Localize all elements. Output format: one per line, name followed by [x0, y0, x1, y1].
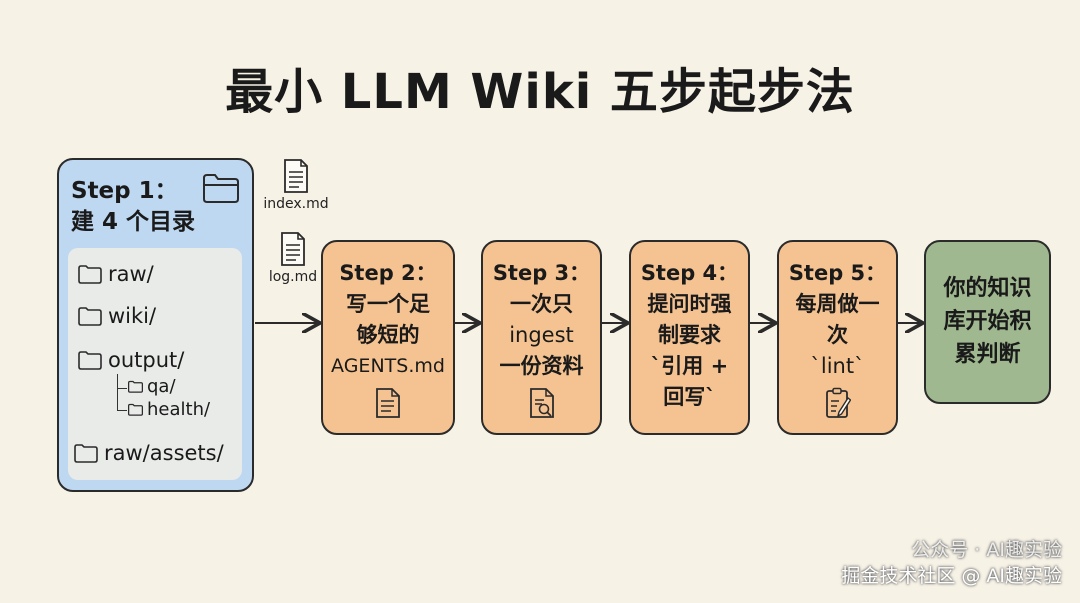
folder-icon	[78, 265, 102, 284]
dir-output: output/	[78, 348, 184, 372]
dir-wiki: wiki/	[78, 304, 156, 328]
folder-icon	[128, 380, 143, 393]
step1-box: Step 1： 建 4 个目录 raw/ wiki/ output/ qa/ h…	[57, 158, 254, 492]
folder-icon	[74, 444, 98, 463]
document-lines-icon	[376, 388, 400, 418]
diagram-title: 最小 LLM Wiki 五步起步法	[225, 64, 855, 120]
clipboard-pencil-icon	[825, 387, 851, 418]
result-label: 你的知识 库开始积 累判断	[943, 276, 1032, 367]
directory-list: raw/ wiki/ output/ qa/ health/ raw/asset…	[68, 248, 242, 480]
file-index-md: index.md	[256, 158, 336, 212]
tree-branch	[117, 374, 127, 389]
watermark: 公众号 · AI趣实验 掘金技术社区 @ AI趣实验	[841, 539, 1062, 587]
dir-qa: qa/	[128, 376, 176, 397]
folder-icon	[78, 351, 102, 370]
folder-icon	[203, 174, 239, 203]
document-search-icon	[529, 388, 554, 418]
dir-raw-assets: raw/assets/	[74, 441, 224, 465]
step2-box: Step 2： 写一个足 够短的 AGENTS.md	[321, 240, 455, 435]
step1-heading: Step 1： 建 4 个目录	[71, 178, 196, 235]
step4-box: Step 4： 提问时强 制要求 `引用 + 回写`	[629, 240, 750, 435]
step5-box: Step 5： 每周做一 次 `lint`	[777, 240, 898, 435]
folder-icon	[128, 403, 143, 416]
document-icon	[281, 232, 305, 266]
file-log-md: log.md	[253, 231, 333, 285]
folder-icon	[78, 307, 102, 326]
tree-branch	[117, 386, 127, 411]
step3-box: Step 3： 一次只 ingest 一份资料	[481, 240, 602, 435]
document-icon	[284, 159, 308, 193]
step5-label: Step 5： 每周做一 次 `lint`	[788, 261, 887, 378]
result-box: 你的知识 库开始积 累判断	[924, 240, 1051, 404]
step3-label: Step 3： 一次只 ingest 一份资料	[492, 261, 591, 378]
dir-health: health/	[128, 399, 210, 420]
dir-raw: raw/	[78, 262, 154, 286]
step4-label: Step 4： 提问时强 制要求 `引用 + 回写`	[640, 261, 739, 409]
step2-label: Step 2： 写一个足 够短的 AGENTS.md	[331, 261, 445, 377]
